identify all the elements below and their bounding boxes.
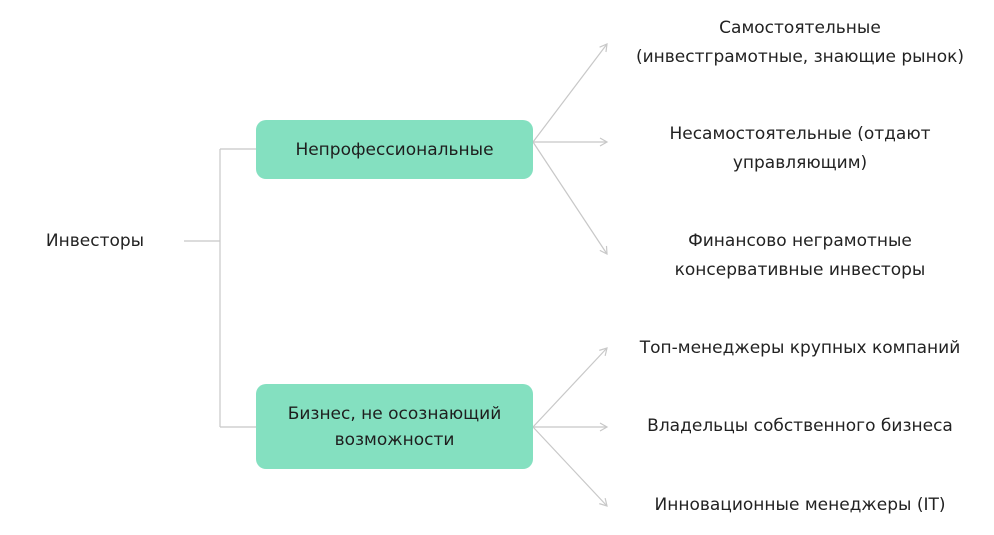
leaf-innovation-managers: Инновационные менеджеры (IT) <box>654 495 946 515</box>
arrow-2-3 <box>532 426 608 507</box>
arrow-1-3 <box>532 141 608 256</box>
leaf-managed: Несамостоятельные (отдают управляющим) <box>669 124 931 173</box>
arrow-2-1 <box>532 347 608 428</box>
leaf-conservative: Финансово неграмотные консервативные инв… <box>674 231 926 280</box>
node-business: Бизнес, не осознающий возможности <box>256 384 533 469</box>
leaf-self-directed: Самостоятельные (инвестграмотные, знающи… <box>635 18 965 67</box>
node-non-professional: Непрофессиональные <box>256 120 533 179</box>
root-label: Инвесторы <box>45 231 145 251</box>
arrow-1-1 <box>532 43 608 143</box>
leaf-top-managers: Топ-менеджеры крупных компаний <box>639 338 961 358</box>
leaf-business-owners: Владельцы собственного бизнеса <box>647 416 953 436</box>
